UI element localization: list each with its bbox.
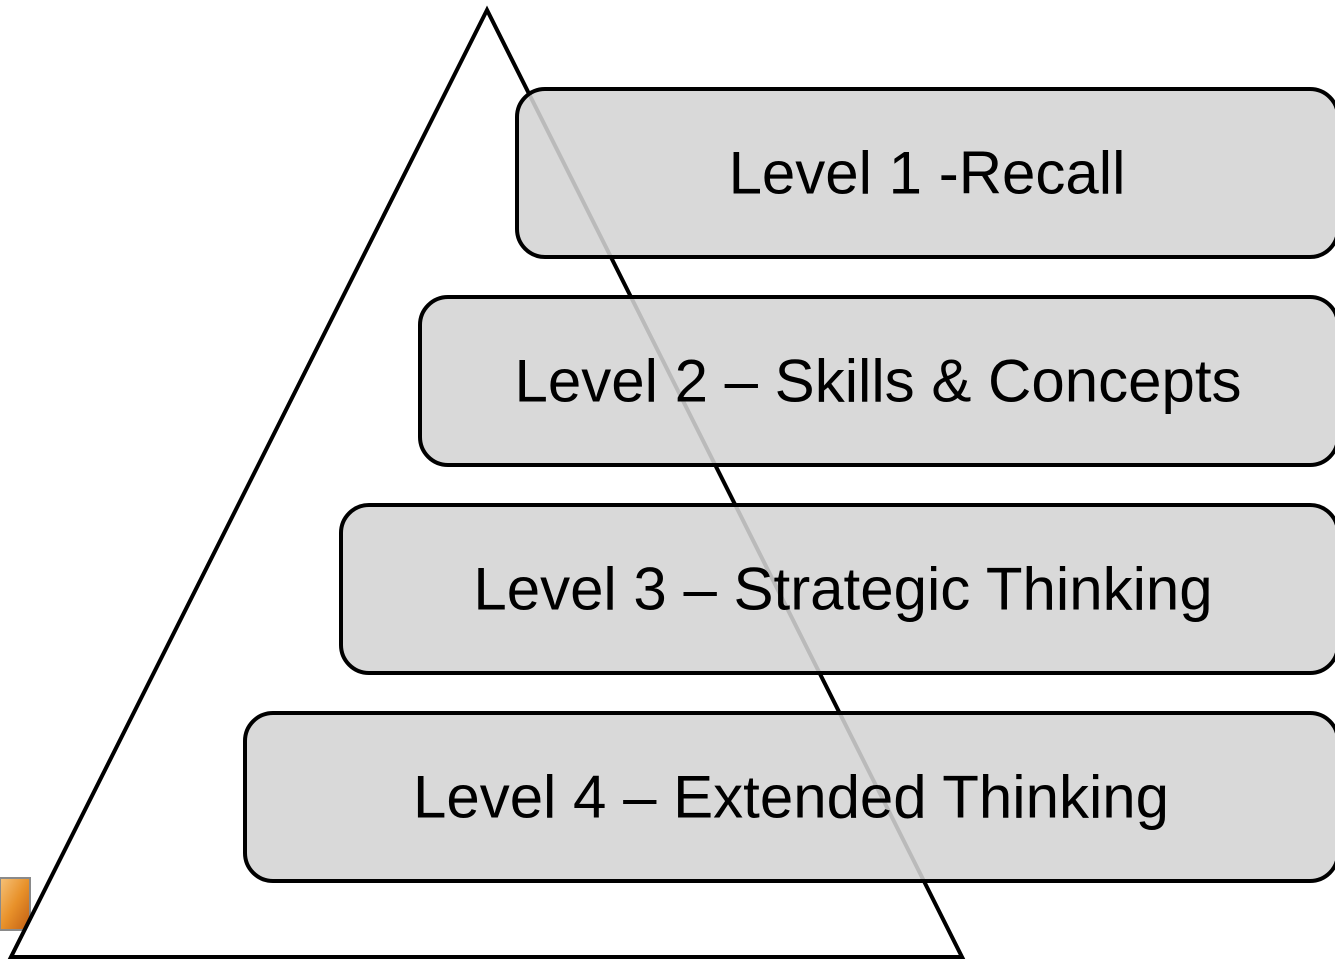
level-box-1: Level 1 -Recall <box>515 87 1335 259</box>
level-2-label: Level 2 – Skills & Concepts <box>514 348 1241 415</box>
orange-image-fragment-icon <box>0 877 31 931</box>
level-box-3: Level 3 – Strategic Thinking <box>339 503 1335 675</box>
level-box-4: Level 4 – Extended Thinking <box>243 711 1335 883</box>
level-3-label: Level 3 – Strategic Thinking <box>473 556 1212 623</box>
level-box-2: Level 2 – Skills & Concepts <box>418 295 1335 467</box>
level-4-label: Level 4 – Extended Thinking <box>413 764 1169 831</box>
level-1-label: Level 1 -Recall <box>729 140 1126 207</box>
